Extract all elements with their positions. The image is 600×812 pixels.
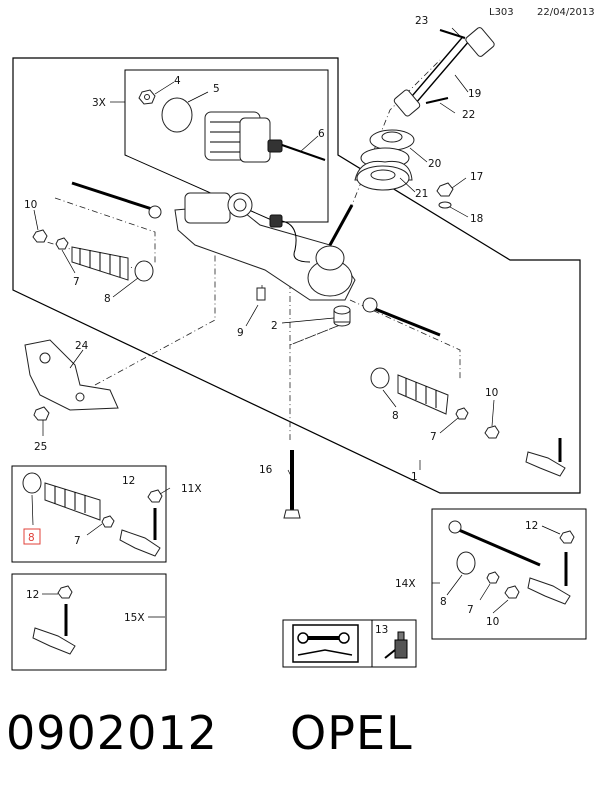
callout-labels: 23 19 22 20 21 17 18 4 5 6 3X 10 7 8 9 2… <box>24 15 538 636</box>
callout-20: 20 <box>428 158 441 170</box>
callout-8-rod-kit: 8 <box>440 596 447 608</box>
right-inner-tie-rod <box>364 303 441 337</box>
callout-25: 25 <box>34 441 47 453</box>
left-inner-tie-rod <box>71 181 156 212</box>
highlight-box <box>23 528 41 545</box>
callout-10-left: 10 <box>24 199 37 211</box>
motor-unit <box>204 111 283 163</box>
kit-steering-boot <box>44 482 101 521</box>
leader-lines <box>31 27 561 618</box>
callout-7-boot-kit: 7 <box>74 535 81 547</box>
mounting-bolt <box>283 450 301 519</box>
callout-16: 16 <box>259 464 273 476</box>
callout-19: 19 <box>468 88 481 100</box>
callout-7-rod-kit: 7 <box>467 604 474 616</box>
callout-8-left: 8 <box>104 293 111 305</box>
kit-tie-rod-end <box>119 508 161 557</box>
mounting-nut-motor <box>138 89 156 105</box>
pinch-bolt-23 <box>439 29 466 39</box>
mount-bush-2 <box>333 305 351 327</box>
callout-12-end-kit: 12 <box>26 589 39 601</box>
kit-boot-clamp <box>22 472 42 494</box>
callout-quantity-14x: 14X <box>395 578 416 590</box>
workshop-manual-icon <box>292 624 359 663</box>
callout-8-right: 8 <box>392 410 399 422</box>
right-clip <box>455 407 469 420</box>
right-steering-boot <box>397 374 449 415</box>
pinch-bolt-22 <box>425 97 449 104</box>
o-ring <box>161 97 193 133</box>
callout-quantity-3x: 3X <box>92 97 106 109</box>
kit-clamp-14x <box>456 551 476 575</box>
motor-kit-box <box>124 69 329 223</box>
left-clip <box>55 237 69 250</box>
right-tie-rod-end <box>525 438 566 477</box>
callout-21: 21 <box>415 188 428 200</box>
nut-17 <box>436 182 454 197</box>
lubricant-dispenser-icon <box>384 631 408 659</box>
callout-8-boot-kit: 8 <box>28 532 35 544</box>
callout-12-rod-kit: 12 <box>525 520 538 532</box>
kit-nut-12c <box>559 530 575 544</box>
left-boot-clamp <box>134 260 154 282</box>
part-number: 0902012 <box>6 706 218 760</box>
bracket-nut <box>33 406 50 421</box>
callout-5: 5 <box>213 83 220 95</box>
callout-10-rod-kit: 10 <box>486 616 499 628</box>
diagram-date: 22/04/2013 <box>537 7 595 18</box>
tie-rod-kit-box <box>431 508 587 640</box>
intermediate-shaft <box>393 27 495 117</box>
kit-tie-rod-end-15x <box>32 604 76 655</box>
callout-18: 18 <box>470 213 483 225</box>
motor-bolt <box>281 144 326 161</box>
left-steering-boot <box>71 246 129 281</box>
instructions-box <box>282 619 417 668</box>
callout-24: 24 <box>75 340 89 352</box>
kit-nut-12a <box>147 489 163 503</box>
kit-clip <box>101 515 115 528</box>
callout-13: 13 <box>375 624 388 636</box>
rack-housing <box>174 192 356 301</box>
callout-quantity-11x: 11X <box>181 483 202 495</box>
right-boot-clamp <box>370 367 390 389</box>
callout-22: 22 <box>462 109 475 121</box>
callout-2: 2 <box>271 320 278 332</box>
callout-23: 23 <box>415 15 428 27</box>
dash-line-right-tierod <box>349 299 461 380</box>
washer-18 <box>438 201 452 209</box>
callout-10-right: 10 <box>485 387 498 399</box>
callout-quantity-15x: 15X <box>124 612 145 624</box>
dash-line-bolt <box>289 324 341 440</box>
callout-6: 6 <box>318 128 325 140</box>
kit-clip-14x <box>486 571 500 584</box>
callout-7-left: 7 <box>73 276 80 288</box>
callout-4: 4 <box>174 75 181 87</box>
brand-name: OPEL <box>290 706 413 760</box>
callout-12-boot-kit: 12 <box>122 475 135 487</box>
kit-nut-12b <box>57 585 73 599</box>
assembly-outline <box>12 57 581 494</box>
kit-tie-rod-end-14x <box>527 552 571 605</box>
boot-kit-box <box>11 465 167 563</box>
kit-lock-nut-14x <box>504 585 520 599</box>
right-lock-nut <box>484 425 500 439</box>
callout-1: 1 <box>411 471 418 483</box>
callout-7-right: 7 <box>430 431 437 443</box>
kit-inner-tie-rod <box>451 525 541 567</box>
left-lock-nut <box>32 229 48 243</box>
diagram-reference-code: L303 <box>489 7 514 18</box>
mounting-bracket <box>24 339 119 411</box>
dust-boot-column <box>354 160 413 191</box>
tie-rod-end-kit-box <box>11 573 167 671</box>
dash-line-left-tierod <box>54 197 156 265</box>
callout-17: 17 <box>470 171 483 183</box>
callout-9: 9 <box>237 327 244 339</box>
steering-gear-exploded-diagram: 23 19 22 20 21 17 18 4 5 6 3X 10 7 8 9 2… <box>11 15 587 671</box>
bush-9 <box>256 287 266 301</box>
